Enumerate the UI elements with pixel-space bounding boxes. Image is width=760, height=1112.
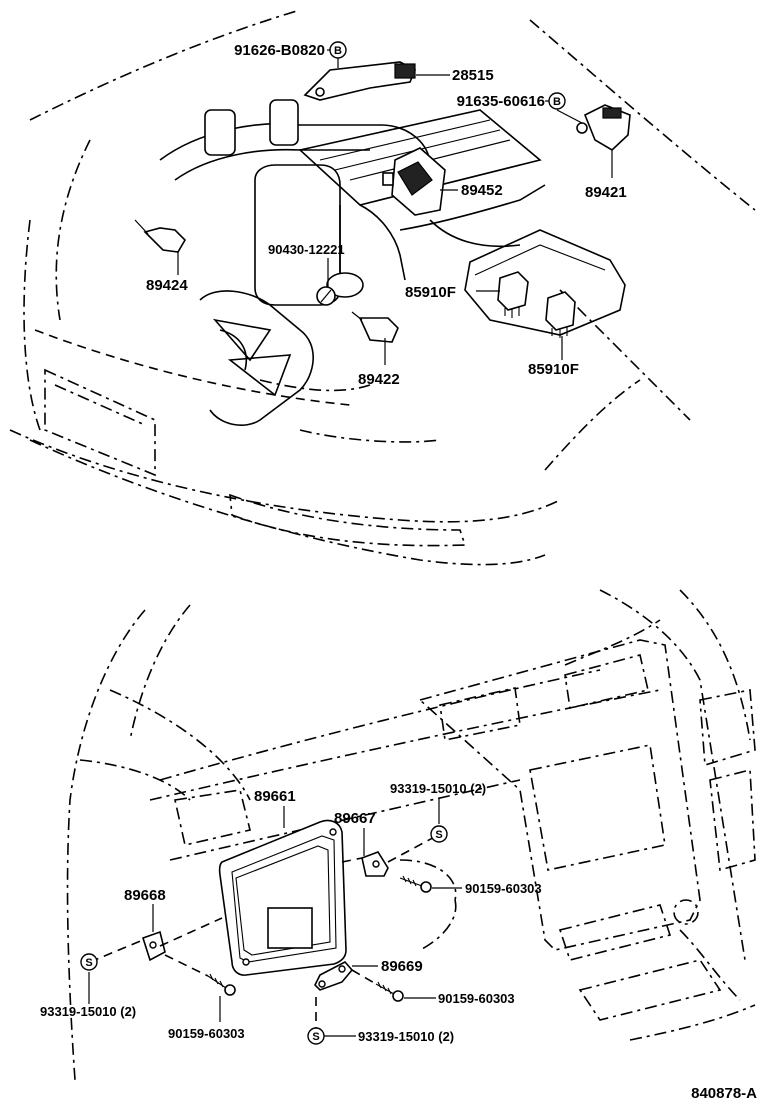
label-89669: 89669 <box>381 958 423 975</box>
label-89667: 89667 <box>334 810 376 827</box>
label-28515: 28515 <box>452 67 494 84</box>
label-90159-60303-right: 90159-60303 <box>465 881 542 896</box>
label-89422: 89422 <box>358 371 400 388</box>
label-93319-15010-top: 93319-15010 (2) <box>390 781 486 796</box>
label-89452: 89452 <box>461 182 503 199</box>
s-callout-3: S <box>307 1027 325 1045</box>
svg-text:S: S <box>312 1031 319 1043</box>
svg-text:S: S <box>435 829 442 841</box>
label-89421: 89421 <box>585 184 627 201</box>
screw-90159-60303-c <box>375 981 404 1002</box>
label-89661: 89661 <box>254 788 296 805</box>
label-90159-60303-bottom: 90159-60303 <box>168 1026 245 1041</box>
label-85910F-b: 85910F <box>528 361 579 378</box>
s-callout-1: S <box>430 825 448 843</box>
sensor-89421 <box>576 104 631 151</box>
mass-air-flow-sensor-28515 <box>303 61 417 101</box>
ecu-89661 <box>218 819 347 976</box>
label-90159-60303-lower-right: 90159-60303 <box>438 991 515 1006</box>
screw-90159-60303-b <box>207 973 236 996</box>
sensor-89424 <box>134 219 187 253</box>
label-93319-15010-bottom-left: 93319-15010 (2) <box>40 1004 136 1019</box>
svg-text:S: S <box>85 957 92 969</box>
label-91635-60616: 91635-60616 <box>457 93 545 110</box>
label-93319-15010-bottom: 93319-15010 (2) <box>358 1029 454 1044</box>
label-85910F-a: 85910F <box>405 284 456 301</box>
label-90430-12221: 90430-12221 <box>268 242 345 257</box>
svg-text:B: B <box>553 96 561 108</box>
engine-bay-illustration <box>9 9 756 566</box>
diagram-id: 840878-A <box>691 1085 757 1102</box>
bracket-89669 <box>314 961 354 991</box>
bottom-leaders <box>88 798 462 1037</box>
dashboard-illustration <box>66 589 756 1081</box>
svg-text:B: B <box>334 45 342 57</box>
bracket-89667 <box>361 851 389 877</box>
label-89424: 89424 <box>146 277 188 294</box>
s-callout-2: S <box>80 953 98 971</box>
relay-85910F-a <box>497 271 529 318</box>
relay-85910F-b <box>545 291 576 338</box>
label-89668: 89668 <box>124 887 166 904</box>
screw-90159-60303-a <box>399 875 432 893</box>
b-callout-2: B <box>548 92 566 110</box>
o-ring-90430-12221 <box>316 286 336 306</box>
sensor-89422 <box>351 311 399 343</box>
b-callout-1: B <box>329 41 347 59</box>
ecu-module-89452 <box>382 147 446 216</box>
bracket-89668 <box>142 930 166 962</box>
label-91626-B0820: 91626-B0820 <box>234 42 325 59</box>
